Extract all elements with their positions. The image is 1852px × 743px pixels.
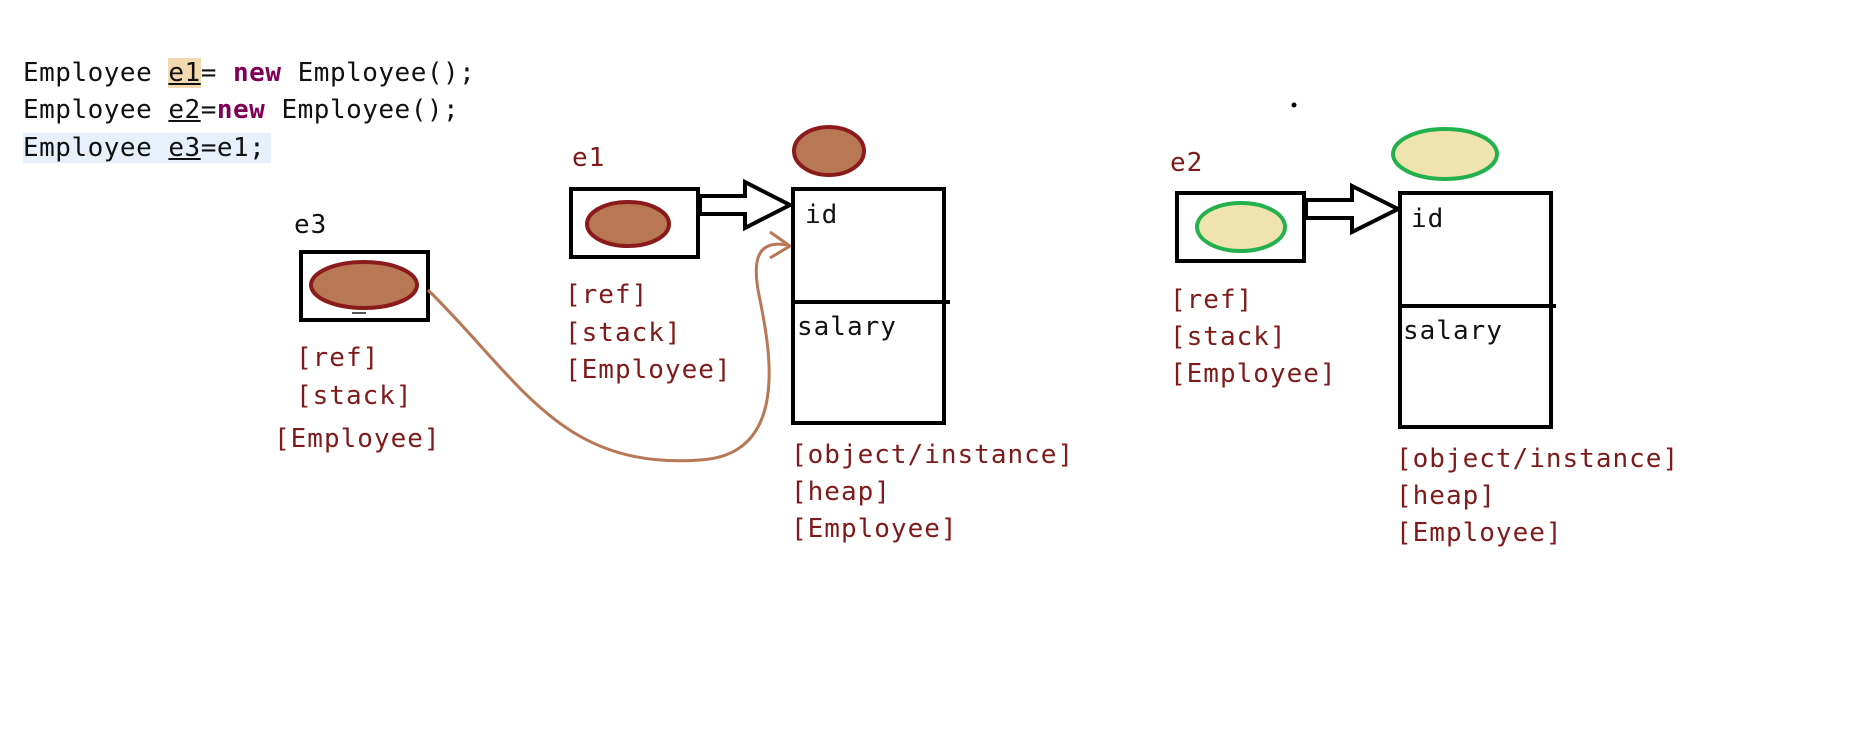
constructor-call: Employee(); xyxy=(281,58,476,88)
e2-type-label: [Employee] xyxy=(1170,359,1337,389)
object1-kind-label: [object/instance] xyxy=(791,440,1075,470)
object2-field-salary: salary xyxy=(1403,316,1503,346)
e1-stack-label: [stack] xyxy=(565,318,682,348)
object1-heap-label: [heap] xyxy=(791,477,891,507)
e1-name-label: e1 xyxy=(572,143,606,173)
constructor-call: Employee(); xyxy=(265,95,460,125)
object2-field-id: id xyxy=(1411,204,1445,234)
e3-stack-label: [stack] xyxy=(296,381,413,411)
object1-field-id: id xyxy=(805,200,839,230)
object1-oval xyxy=(792,125,866,177)
object1-type-label: [Employee] xyxy=(791,514,958,544)
e1-ref-label: [ref] xyxy=(565,280,649,310)
e2-ref-oval xyxy=(1195,201,1287,253)
e1-arrow xyxy=(698,178,795,232)
assign-expr: =e1; xyxy=(200,133,266,163)
assign-op: = xyxy=(200,58,234,88)
e3-ref-label: [ref] xyxy=(296,343,380,373)
code-line-2: Employee e2=new Employee(); xyxy=(23,95,459,125)
selected-text: Employee e3=e1; xyxy=(23,133,272,163)
code-line-1: Employee e1= new Employee(); xyxy=(23,58,475,88)
variable-e3: e3 xyxy=(168,133,201,163)
object1-box xyxy=(791,187,946,425)
e1-ref-oval xyxy=(585,200,671,248)
type-token: Employee xyxy=(23,95,169,125)
e2-stack-label: [stack] xyxy=(1170,322,1287,352)
e2-arrow xyxy=(1304,182,1403,236)
e1-type-label: [Employee] xyxy=(565,355,732,385)
e2-name-label: e2 xyxy=(1170,148,1204,178)
type-token: Employee xyxy=(23,133,169,163)
code-line-3: Employee e3=e1; xyxy=(23,133,272,163)
object2-heap-label: [heap] xyxy=(1396,481,1496,511)
assign-op: = xyxy=(200,95,217,125)
e3-to-object-curve xyxy=(426,242,789,463)
type-token: Employee xyxy=(23,58,169,88)
curve-arrowhead xyxy=(769,230,793,260)
stray-dot xyxy=(1291,102,1297,108)
object2-kind-label: [object/instance] xyxy=(1396,444,1680,474)
e3-name-label: e3 xyxy=(294,210,328,240)
e3-ref-oval xyxy=(309,260,419,310)
keyword-new: new xyxy=(233,58,282,88)
object2-type-label: [Employee] xyxy=(1396,518,1563,548)
object2-box xyxy=(1398,191,1553,429)
e3-type-label: [Employee] xyxy=(274,424,441,454)
keyword-new: new xyxy=(216,95,266,125)
e2-ref-label: [ref] xyxy=(1170,285,1254,315)
variable-e2: e2 xyxy=(168,95,201,125)
object2-oval xyxy=(1391,127,1499,181)
variable-e1: e1 xyxy=(168,58,201,88)
object1-field-salary: salary xyxy=(797,312,897,342)
